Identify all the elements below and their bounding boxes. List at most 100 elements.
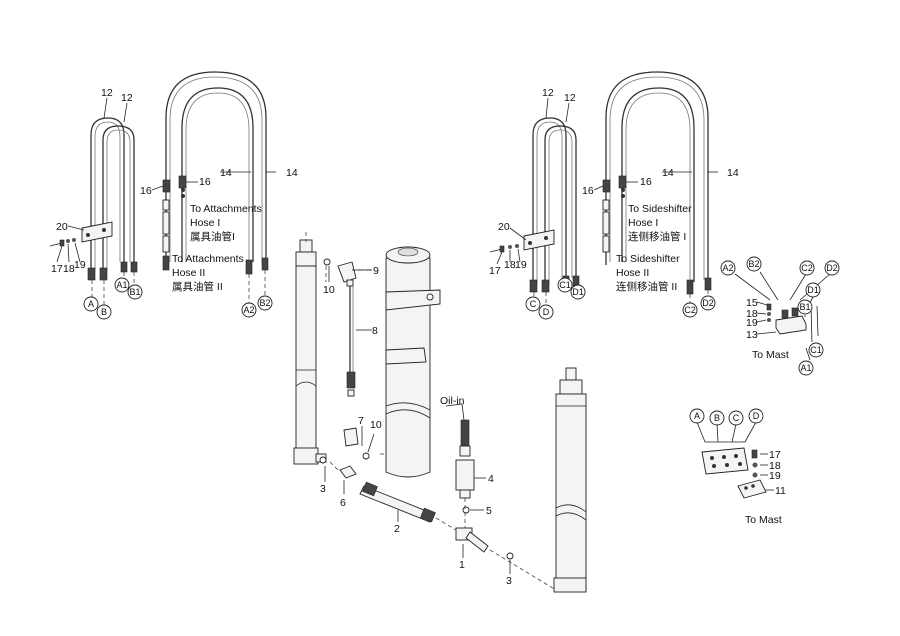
callout-C2: C2 [799,260,815,276]
label-19: 19 [74,259,86,271]
label-18: 18 [63,263,75,275]
label-12: 12 [121,92,133,104]
callout-D2: D2 [824,260,840,276]
label-16: 16 [582,185,594,197]
label-16: 16 [199,176,211,188]
svg-text:A2: A2 [243,305,254,315]
attachments-hose-2-line1: To Attachments [172,253,244,265]
label-4: 4 [488,473,494,485]
label-19: 19 [769,470,781,482]
svg-text:C2: C2 [684,305,696,315]
callout-D1: D1 [570,284,586,300]
svg-text:C: C [733,413,740,423]
tube-9-8-assembly [323,258,372,460]
svg-text:C2: C2 [801,263,813,273]
attachments-hose-1-line2: Hose I [190,217,220,229]
attachments-hose-1-line3: 属具油管I [190,230,235,243]
attachments-hose-2-line3: 属具油管 II [172,280,223,293]
svg-text:D2: D2 [826,263,838,273]
label-17: 17 [489,265,501,277]
svg-text:B1: B1 [129,287,140,297]
mast-column [385,246,441,478]
attachments-hose-2-line2: Hose II [172,267,205,279]
label-3: 3 [506,575,512,587]
label-2: 2 [394,523,400,535]
left-hose-group [49,71,276,306]
label-18: 18 [769,460,781,472]
callout-D1: D1 [805,282,821,298]
callout-C1: C1 [557,277,573,293]
oil-in-fitting [445,403,486,528]
label-17: 17 [51,263,63,275]
label-1: 1 [459,559,465,571]
svg-text:D: D [753,411,760,421]
callout-A1: A1 [798,360,814,376]
sideshifter-hose-2-line3: 连侧移油管 II [616,280,677,293]
label-16: 16 [140,185,152,197]
label-14: 14 [220,167,232,179]
callout-D: D [538,304,554,320]
label-16: 16 [640,176,652,188]
callout-D2: D2 [700,295,716,311]
label-13: 13 [746,329,758,341]
label-5: 5 [486,505,492,517]
svg-text:C: C [530,299,537,309]
callout-C2: C2 [682,302,698,318]
label-14: 14 [286,167,298,179]
oil-in-label: Oil-in [440,395,465,407]
callout-B2: B2 [746,256,762,272]
label-19: 19 [746,317,758,329]
sideshifter-hose-2-line2: Hose II [616,267,649,279]
label-9: 9 [373,265,379,277]
callout-C: C [525,296,541,312]
svg-text:B1: B1 [799,302,810,312]
label-15: 15 [746,297,758,309]
callout-D: D [748,408,764,424]
callout-B: B [96,304,112,320]
svg-text:B: B [714,413,720,423]
sideshifter-hose-1-line2: Hose I [628,217,658,229]
sideshifter-hose-1-line1: To Sideshifter [628,203,692,215]
sideshifter-hose-1-line3: 连侧移油管 I [628,230,686,243]
callout-C1: C1 [808,342,824,358]
label-3: 3 [320,483,326,495]
callout-A2: A2 [720,260,736,276]
callout-A1: A1 [114,277,130,293]
left-lift-cylinder [293,232,327,465]
label-12: 12 [542,87,554,99]
label-7: 7 [358,415,364,427]
callout-B2: B2 [257,295,273,311]
svg-text:D1: D1 [807,285,819,295]
svg-text:C1: C1 [810,345,822,355]
callout-A: A [83,296,99,312]
callout-A2: A2 [241,302,257,318]
callout-C: C [728,410,744,426]
label-18: 18 [746,308,758,320]
svg-text:A1: A1 [800,363,811,373]
svg-text:B2: B2 [748,259,759,269]
attachments-hose-1-line1: To Attachments [190,203,262,215]
label-14: 14 [662,167,674,179]
label-12: 12 [564,92,576,104]
label-12: 12 [101,87,113,99]
label-14: 14 [727,167,739,179]
label-18: 18 [504,259,516,271]
right-hose-group [489,71,718,306]
right-lift-cylinder [553,367,587,593]
svg-text:A: A [88,299,94,309]
pipe-assembly [319,453,557,591]
svg-text:A1: A1 [116,280,127,290]
label-10: 10 [323,284,335,296]
valve-block-mast-lower [696,421,774,499]
svg-text:C1: C1 [559,280,571,290]
label-20: 20 [56,221,68,233]
svg-text:D1: D1 [572,287,584,297]
sideshifter-hose-2-line1: To Sideshifter [616,253,680,265]
label-17: 17 [769,449,781,461]
svg-text:A2: A2 [722,263,733,273]
callout-B: B [709,410,725,426]
svg-text:A: A [694,411,700,421]
svg-text:D: D [543,307,550,317]
label-6: 6 [340,497,346,509]
